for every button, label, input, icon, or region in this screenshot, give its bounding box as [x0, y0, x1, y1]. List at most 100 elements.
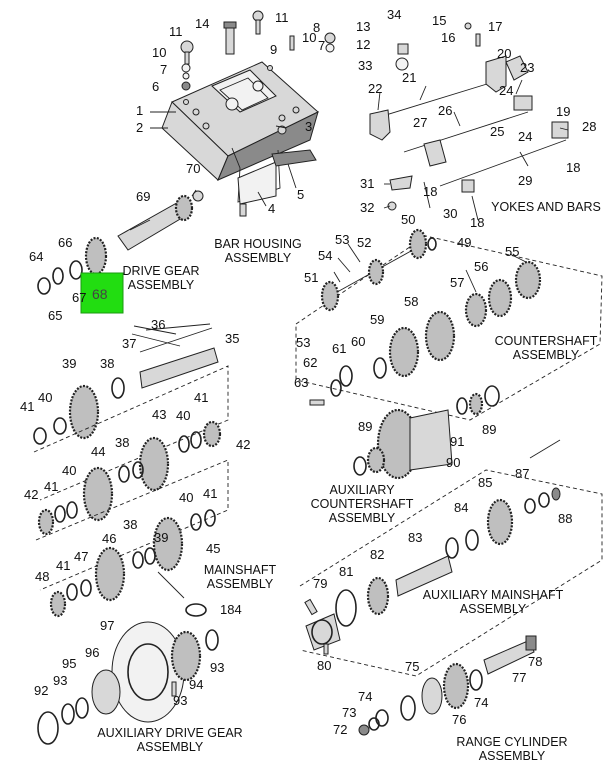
callout-3[interactable]: 3 — [305, 119, 312, 134]
callout-5[interactable]: 5 — [297, 187, 304, 202]
callout-13[interactable]: 13 — [356, 19, 370, 34]
callout-31[interactable]: 31 — [360, 176, 374, 191]
callout-60[interactable]: 60 — [351, 334, 365, 349]
callout-56[interactable]: 56 — [474, 259, 488, 274]
callout-37[interactable]: 37 — [122, 336, 136, 351]
callout-93[interactable]: 95 — [62, 656, 76, 671]
callout-33[interactable]: 33 — [358, 58, 372, 73]
callout-49[interactable]: 49 — [457, 235, 471, 250]
callout-46[interactable]: 46 — [102, 531, 116, 546]
callout-77[interactable]: 78 — [528, 654, 542, 669]
callout-72[interactable]: 73 — [342, 705, 356, 720]
callout-53[interactable]: 53 — [296, 335, 310, 350]
callout-61[interactable]: 61 — [332, 341, 346, 356]
callout-53-top[interactable]: 53 — [335, 232, 349, 247]
callout-58[interactable]: 58 — [404, 294, 418, 309]
callout-69[interactable]: 69 — [136, 189, 150, 204]
callout-80[interactable]: 81 — [339, 564, 353, 579]
callout-54[interactable]: 54 — [318, 248, 332, 263]
callout-89[interactable]: 90 — [446, 455, 460, 470]
callout-43[interactable]: 43 — [152, 407, 166, 422]
callout-184[interactable]: 184 — [220, 602, 242, 617]
callout-67[interactable]: 67 — [72, 290, 86, 305]
callout-7[interactable]: 7 — [318, 38, 325, 53]
callout-65[interactable]: 65 — [48, 308, 62, 323]
callout-24[interactable]: 24 — [518, 129, 532, 144]
highlight-part-68[interactable] — [80, 272, 124, 314]
callout-62[interactable]: 62 — [303, 355, 317, 370]
callout-52[interactable]: 52 — [357, 235, 371, 250]
callout-40-mid[interactable]: 40 — [62, 463, 76, 478]
callout-35[interactable]: 35 — [225, 331, 239, 346]
callout-75[interactable]: 76 — [452, 712, 466, 727]
callout-73-top[interactable]: 74 — [358, 689, 372, 704]
callout-88-left[interactable]: 89 — [358, 419, 372, 434]
callout-8[interactable]: 8 — [313, 20, 320, 35]
callout-29[interactable]: 29 — [518, 173, 532, 188]
callout-40-right2[interactable]: 40 — [179, 490, 193, 505]
callout-39-low[interactable]: 39 — [154, 530, 168, 545]
callout-41-top[interactable]: 41 — [20, 399, 34, 414]
callout-20[interactable]: 20 — [497, 46, 511, 61]
callout-92[interactable]: 93 — [53, 673, 67, 688]
callout-41-right[interactable]: 41 — [194, 390, 208, 405]
callout-17[interactable]: 17 — [488, 19, 502, 34]
callout-40-top[interactable]: 40 — [38, 390, 52, 405]
callout-95[interactable]: 97 — [100, 618, 114, 633]
callout-47[interactable]: 47 — [74, 549, 88, 564]
callout-38-mid[interactable]: 38 — [115, 435, 129, 450]
callout-81[interactable]: 82 — [370, 547, 384, 562]
callout-64[interactable]: 64 — [29, 249, 43, 264]
callout-84[interactable]: 85 — [478, 475, 492, 490]
callout-78[interactable]: 79 — [313, 576, 327, 591]
callout-41-right2[interactable]: 41 — [203, 486, 217, 501]
callout-41-low[interactable]: 41 — [56, 558, 70, 573]
callout-42[interactable]: 42 — [24, 487, 38, 502]
callout-18[interactable]: 18 — [423, 184, 437, 199]
callout-34[interactable]: 34 — [387, 7, 401, 22]
callout-44[interactable]: 44 — [91, 444, 105, 459]
callout-57[interactable]: 57 — [450, 275, 464, 290]
callout-40-right[interactable]: 40 — [176, 408, 190, 423]
callout-14[interactable]: 14 — [195, 16, 209, 31]
callout-9[interactable]: 9 — [270, 42, 277, 57]
callout-11-top[interactable]: 11 — [275, 10, 289, 25]
callout-1[interactable]: 1 — [136, 103, 143, 118]
callout-10-right[interactable]: 10 — [302, 30, 316, 45]
callout-6[interactable]: 6 — [152, 79, 159, 94]
callout-85[interactable]: 87 — [515, 466, 529, 481]
callout-74[interactable]: 75 — [405, 659, 419, 674]
callout-70[interactable]: 70 — [186, 161, 200, 176]
callout-63[interactable]: 63 — [294, 375, 308, 390]
callout-18-right[interactable]: 18 — [566, 160, 580, 175]
callout-28[interactable]: 28 — [582, 119, 596, 134]
callout-22[interactable]: 22 — [368, 81, 382, 96]
callout-21[interactable]: 21 — [402, 70, 416, 85]
callout-92-right[interactable]: 93 — [210, 660, 224, 675]
callout-73[interactable]: 74 — [474, 695, 488, 710]
callout-25[interactable]: 25 — [490, 124, 504, 139]
callout-51[interactable]: 51 — [304, 270, 318, 285]
callout-18-bottom[interactable]: 18 — [470, 215, 484, 230]
callout-23[interactable]: 23 — [520, 60, 534, 75]
callout-48[interactable]: 48 — [35, 569, 49, 584]
callout-7-left[interactable]: 7 — [160, 62, 167, 77]
callout-45[interactable]: 45 — [206, 541, 220, 556]
callout-66[interactable]: 66 — [58, 235, 72, 250]
callout-71[interactable]: 72 — [333, 722, 347, 737]
callout-42-right[interactable]: 42 — [236, 437, 250, 452]
callout-19[interactable]: 19 — [556, 104, 570, 119]
callout-27[interactable]: 27 — [413, 115, 427, 130]
callout-4[interactable]: 4 — [268, 201, 275, 216]
callout-90[interactable]: 91 — [450, 434, 464, 449]
callout-16[interactable]: 16 — [441, 30, 455, 45]
callout-82[interactable]: 83 — [408, 530, 422, 545]
callout-55[interactable]: 55 — [505, 244, 519, 259]
callout-26[interactable]: 26 — [438, 103, 452, 118]
callout-11[interactable]: 11 — [169, 24, 183, 39]
callout-39[interactable]: 39 — [62, 356, 76, 371]
callout-96[interactable]: 93 — [173, 693, 187, 708]
callout-91[interactable]: 92 — [34, 683, 48, 698]
callout-24-top[interactable]: 24 — [499, 83, 513, 98]
callout-30[interactable]: 30 — [443, 206, 457, 221]
